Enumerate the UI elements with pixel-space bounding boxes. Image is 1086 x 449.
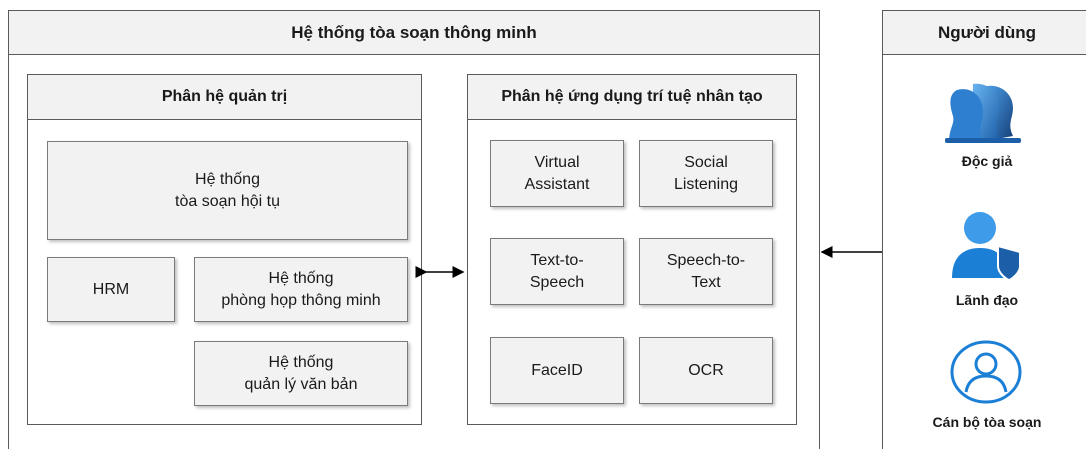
users-title: Người dùng [937, 22, 1037, 42]
text-to-speech-label: Text-to- Speech [529, 251, 585, 291]
admin-subsystem-title: Phân hệ quản trị [161, 88, 288, 105]
document-management-label: Hệ thống quản lý văn bản [244, 353, 358, 393]
hrm-box[interactable]: HRM [47, 257, 175, 322]
staff-label: Cán bộ tòa soạn [932, 414, 1042, 430]
hrm-label: HRM [92, 280, 130, 298]
ai-subsystem-title: Phân hệ ứng dụng trí tuệ nhân tạo [501, 88, 763, 105]
document-management-box[interactable]: Hệ thống quản lý văn bản [194, 341, 408, 406]
staff-person-icon [950, 340, 1022, 404]
faceid-box[interactable]: FaceID [490, 337, 624, 404]
social-listening-label: Social Listening [673, 153, 739, 193]
virtual-assistant-label: Virtual Assistant [524, 153, 590, 193]
speech-to-text-box[interactable]: Speech-to- Text [639, 238, 773, 305]
ocr-label: OCR [688, 361, 724, 379]
smart-meeting-box[interactable]: Hệ thống phòng họp thông minh [194, 257, 408, 322]
readers-group-icon [943, 80, 1023, 144]
speech-to-text-label: Speech-to- Text [666, 251, 746, 291]
ai-subsystem-header: Phân hệ ứng dụng trí tuệ nhân tạo [467, 74, 797, 120]
convergent-newsroom-label: Hệ thống tòa soạn hội tụ [175, 170, 280, 210]
readers-label: Độc giả [961, 153, 1013, 169]
leader-shield-icon [948, 210, 1024, 282]
text-to-speech-box[interactable]: Text-to- Speech [490, 238, 624, 305]
faceid-label: FaceID [531, 361, 583, 379]
leader-label: Lãnh đạo [955, 292, 1019, 308]
users-title-bar: Người dùng [882, 10, 1086, 55]
virtual-assistant-box[interactable]: Virtual Assistant [490, 140, 624, 207]
smart-meeting-label: Hệ thống phòng họp thông minh [221, 269, 381, 309]
convergent-newsroom-box[interactable]: Hệ thống tòa soạn hội tụ [47, 141, 408, 240]
system-title: Hệ thống tòa soạn thông minh [291, 22, 537, 42]
social-listening-box[interactable]: Social Listening [639, 140, 773, 207]
system-title-bar: Hệ thống tòa soạn thông minh [8, 10, 820, 55]
ocr-box[interactable]: OCR [639, 337, 773, 404]
